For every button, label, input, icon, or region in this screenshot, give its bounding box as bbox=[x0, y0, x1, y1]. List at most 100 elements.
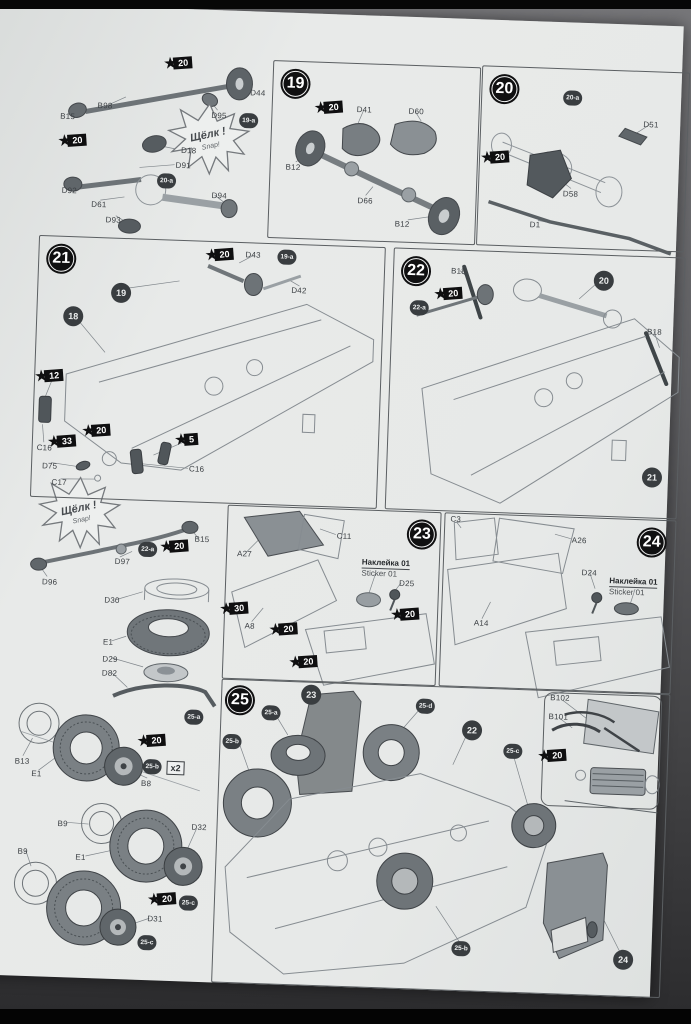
paint-flag: 20 bbox=[297, 654, 318, 669]
part-label-d32: D32 bbox=[191, 822, 207, 833]
subassembly-badge-19a: 19-a bbox=[277, 249, 297, 265]
part-label-e1: E1 bbox=[31, 769, 42, 779]
subassembly-badge-25a: 25-a bbox=[184, 709, 204, 726]
part-label-d96: D96 bbox=[41, 577, 58, 587]
snap-subtext-1: Snap! bbox=[201, 141, 220, 152]
part-label-d75: D75 bbox=[41, 461, 58, 471]
paint-flag: 30 bbox=[228, 601, 249, 615]
part-label-e1: E1 bbox=[75, 852, 86, 862]
paint-flag: 20 bbox=[399, 607, 420, 621]
photo-top-edge bbox=[0, 0, 691, 9]
part-label-a14: A14 bbox=[473, 618, 489, 628]
part-label-d95: D95 bbox=[211, 110, 227, 121]
part-label-b8: B8 bbox=[140, 778, 152, 789]
part-label-d82: D82 bbox=[101, 668, 118, 678]
part-label-c17: C17 bbox=[51, 477, 67, 488]
sticker-note: Наклейка 01 Sticker 01 bbox=[609, 576, 658, 599]
part-label-d29: D29 bbox=[102, 654, 118, 664]
step-22-panel bbox=[384, 247, 686, 520]
paint-flag: 20 bbox=[156, 892, 177, 906]
subassembly-badge-20a: 20-a bbox=[156, 173, 177, 189]
part-label-d60: D60 bbox=[408, 106, 425, 117]
subassembly-badge-25b: 25-b bbox=[142, 758, 163, 775]
snap-callouts: Щёлк ! Snap! Щёлк ! Snap! bbox=[37, 101, 251, 550]
part-label-b18: B18 bbox=[646, 327, 663, 337]
part-label-b15: B15 bbox=[194, 534, 210, 545]
paint-flag: 20 bbox=[489, 150, 510, 164]
part-label-d61: D61 bbox=[91, 199, 107, 210]
subassembly-badge-22a: 22-a bbox=[409, 299, 430, 316]
part-label-c16: C16 bbox=[36, 443, 53, 453]
part-label-d41: D41 bbox=[356, 104, 373, 115]
part-label-e1: E1 bbox=[102, 637, 114, 647]
subassembly-badge-25b: 25-b bbox=[451, 940, 472, 957]
part-label-d30: D30 bbox=[104, 595, 120, 606]
part-label-c11: C11 bbox=[336, 531, 352, 542]
paint-flag: 20 bbox=[278, 622, 298, 636]
sketch-step24 bbox=[447, 517, 670, 699]
part-label-d51: D51 bbox=[643, 120, 659, 130]
sketch-step20 bbox=[487, 127, 672, 256]
subassembly-badge-25b: 25-b bbox=[222, 733, 243, 750]
step-21-panel bbox=[29, 234, 386, 509]
subassembly-badge-25a: 25-a bbox=[261, 705, 281, 721]
part-label-d91: D91 bbox=[175, 160, 192, 171]
paint-flag: 20 bbox=[90, 423, 111, 437]
paint-flag: 20 bbox=[172, 56, 193, 70]
part-label-b18: B18 bbox=[450, 266, 467, 276]
instruction-page: Щёлк ! Snap! Щёлк ! Snap! 20 D44 B98 D95… bbox=[0, 2, 691, 999]
paint-flag: 33 bbox=[56, 434, 77, 448]
part-label-d44: D44 bbox=[250, 88, 266, 98]
sketch-mid bbox=[30, 520, 217, 708]
sketch-wheels bbox=[13, 702, 203, 946]
sketch-step22 bbox=[416, 264, 680, 504]
part-label-a8: A8 bbox=[244, 621, 255, 631]
paint-flag: 20 bbox=[146, 733, 166, 748]
subassembly-badge-25d: 25-d bbox=[415, 698, 436, 715]
paint-flag: 20 bbox=[546, 748, 567, 763]
part-label-c3: C3 bbox=[450, 514, 462, 524]
part-label-d92: D92 bbox=[61, 185, 78, 196]
part-label-d66: D66 bbox=[357, 196, 373, 206]
quantity-note: x2 bbox=[166, 760, 185, 776]
part-label-d1: D1 bbox=[529, 220, 541, 230]
part-label-d94: D94 bbox=[211, 190, 227, 201]
part-label-b15: B15 bbox=[60, 111, 76, 122]
part-label-d93: D93 bbox=[105, 215, 122, 225]
part-label-b9: B9 bbox=[57, 818, 68, 829]
sketch-step23 bbox=[231, 510, 435, 686]
paint-flag: 20 bbox=[214, 247, 234, 262]
part-label-b102: B102 bbox=[550, 693, 570, 703]
sketch-step25 bbox=[222, 690, 660, 975]
part-label-b98: B98 bbox=[97, 100, 113, 111]
subassembly-badge-22a: 22-a bbox=[137, 541, 158, 558]
part-label-d31: D31 bbox=[147, 914, 163, 924]
subassembly-badge-25c: 25-c bbox=[503, 743, 523, 760]
part-label-d58: D58 bbox=[562, 189, 579, 199]
subassembly-badge-20a: 20-a bbox=[562, 90, 583, 106]
part-label-d97: D97 bbox=[114, 556, 131, 567]
sticker-label-en: Sticker 01 bbox=[608, 586, 645, 597]
part-label-d25: D25 bbox=[398, 578, 415, 589]
snap-subtext-2: Snap! bbox=[72, 515, 91, 526]
subassembly-badge-19a: 19-a bbox=[238, 112, 259, 129]
sketch-step19 bbox=[295, 120, 461, 236]
part-label-b9: B9 bbox=[17, 846, 28, 856]
part-label-d42: D42 bbox=[291, 285, 307, 296]
part-label-a27: A27 bbox=[236, 549, 253, 559]
paint-flag: 20 bbox=[323, 100, 344, 114]
part-label-c16: C16 bbox=[188, 464, 205, 474]
paint-flag: 20 bbox=[67, 133, 87, 147]
sketch-pre19 bbox=[63, 67, 253, 234]
paint-flag: 5 bbox=[183, 432, 199, 446]
part-label-b12: B12 bbox=[285, 162, 301, 173]
part-label-b101: B101 bbox=[548, 712, 569, 722]
paint-flag: 20 bbox=[168, 539, 189, 553]
sticker-note: Наклейка 01 Sticker 01 bbox=[361, 557, 411, 580]
subassembly-badge-25c: 25-c bbox=[178, 895, 199, 911]
part-label-a26: A26 bbox=[571, 535, 587, 546]
part-label-d43: D43 bbox=[245, 250, 261, 260]
subassembly-badge-25c: 25-c bbox=[137, 934, 157, 951]
